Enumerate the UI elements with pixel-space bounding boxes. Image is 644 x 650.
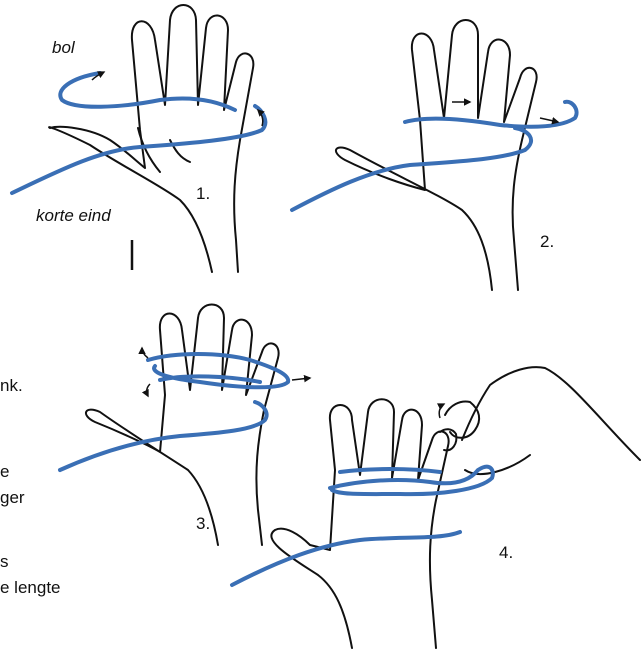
short-end-label: korte eind xyxy=(36,206,111,226)
hand-step-4 xyxy=(271,367,640,648)
step-number-1: 1. xyxy=(196,184,210,204)
cord-step-4 xyxy=(232,467,493,585)
side-text-fragment: nk. xyxy=(0,376,23,396)
side-text-fragment: e lengte xyxy=(0,578,61,598)
side-text-fragment: e xyxy=(0,462,9,482)
side-text-fragment: ger xyxy=(0,488,25,508)
side-text-fragment: s xyxy=(0,552,9,572)
step-number-2: 2. xyxy=(540,232,554,252)
step-number-4: 4. xyxy=(499,543,513,563)
hand-step-3 xyxy=(86,305,279,546)
loop-label: bol xyxy=(52,38,75,58)
step-number-3: 3. xyxy=(196,514,210,534)
